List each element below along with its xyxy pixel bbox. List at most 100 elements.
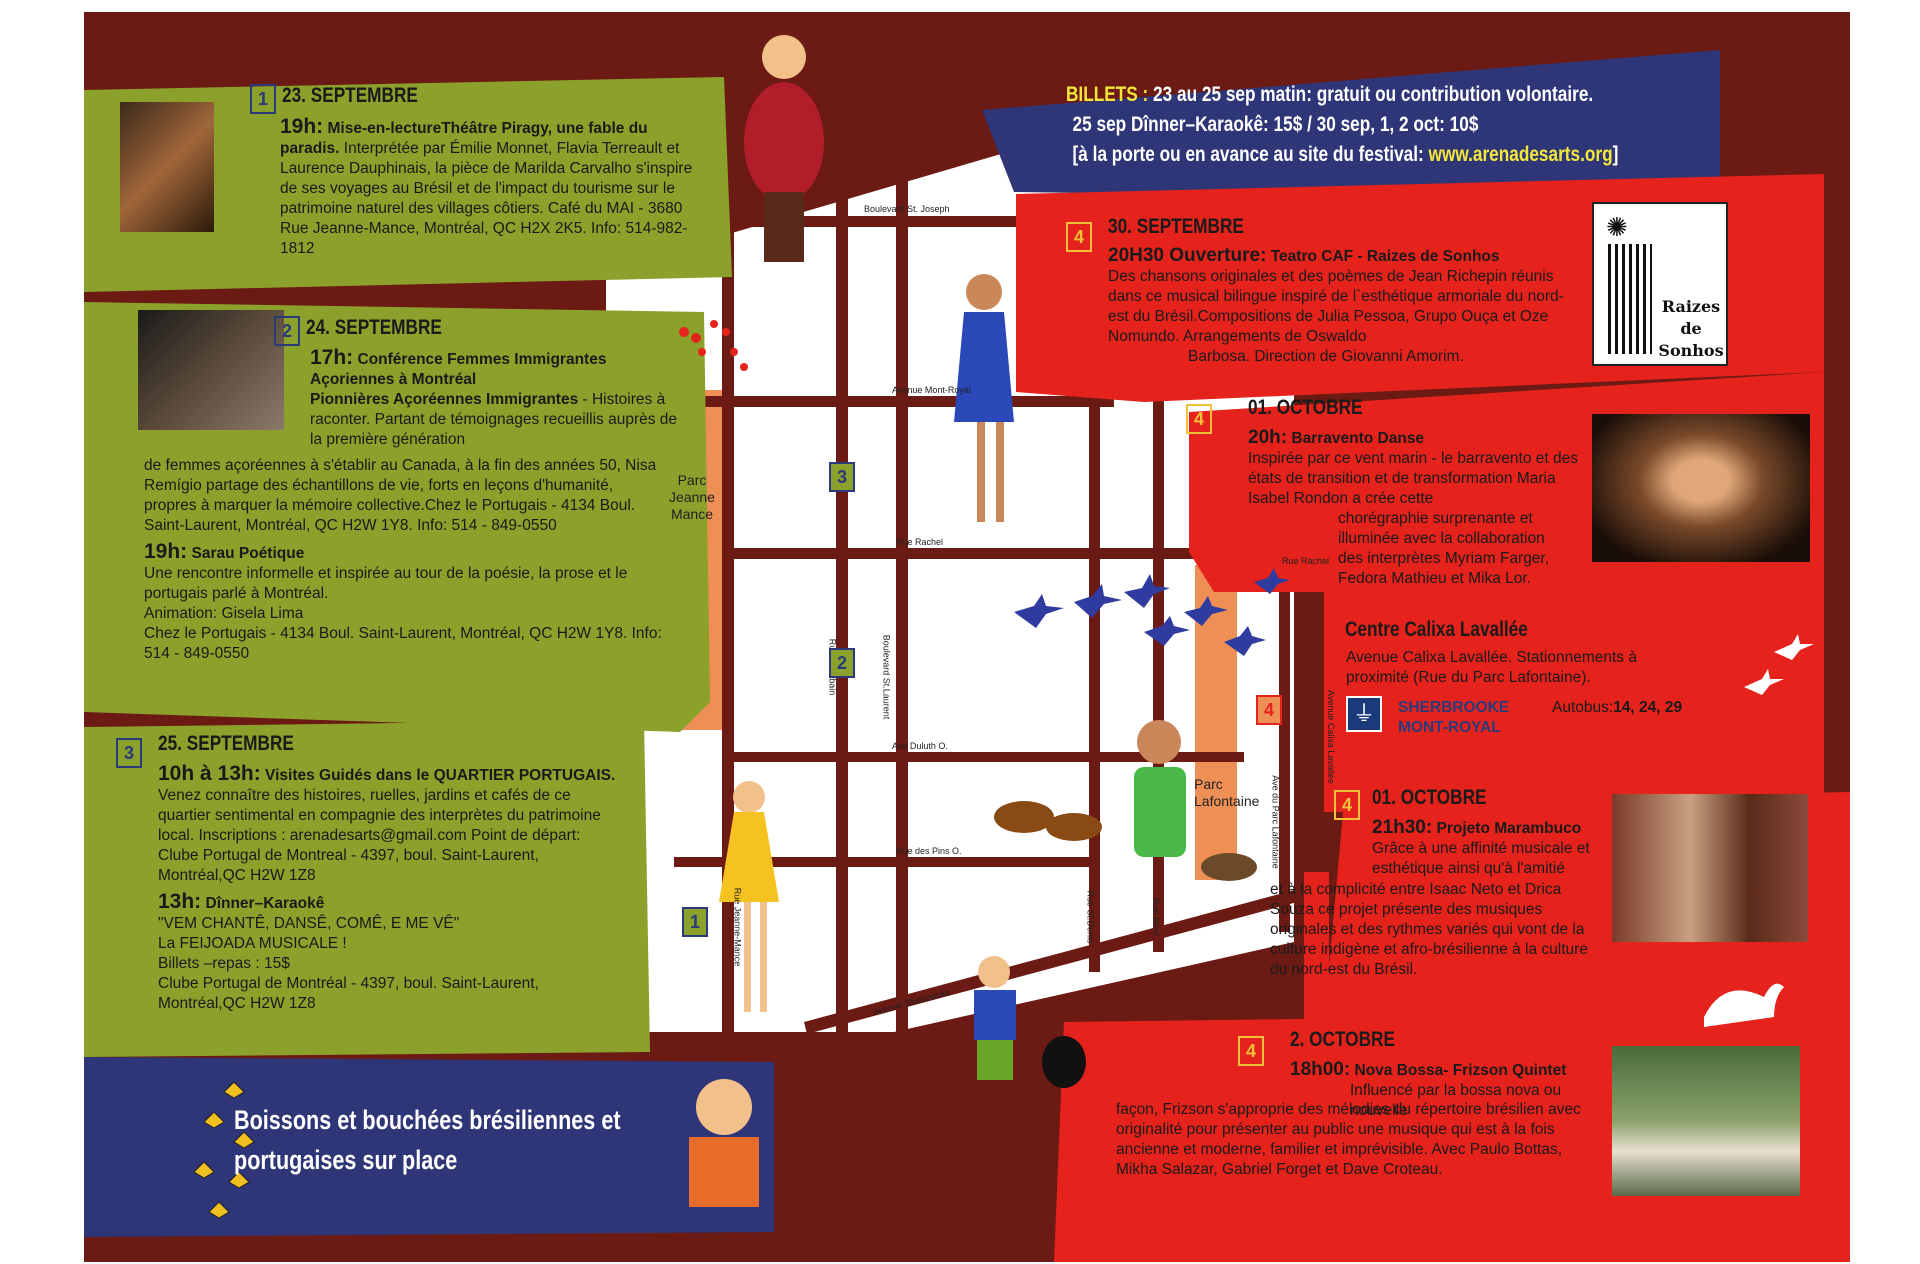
event-4c-time: 21h30: (1372, 817, 1433, 838)
character-woman-yellow (719, 781, 779, 1012)
bus-label: Autobus: (1552, 699, 1614, 716)
character-top-man (744, 35, 824, 262)
event-4d-text-bottom: façon, Frizson s'approprie des mélodies … (1116, 1100, 1586, 1180)
event-4b-text: 20h: Barravento Danse Inspirée par ce ve… (1248, 428, 1588, 589)
park-label-line: Mance (670, 506, 714, 522)
street-label-mont-royal: Avenue Mont-Royal (892, 385, 971, 395)
centre-body: Avenue Calixa Lavallée. Stationnements à… (1346, 649, 1637, 686)
street-rachel (724, 548, 1384, 559)
panel-green-1 (84, 77, 732, 292)
event-2-title3: Pionnières Açoréennes Immigrantes (310, 391, 579, 408)
event-4a-title: Teatro CAF - Raizes de Sonhos (1270, 248, 1500, 265)
park-label-line: Parc (677, 472, 707, 488)
event-3-time2: 13h: (158, 890, 202, 913)
photo-barravento (1592, 414, 1810, 562)
event-4d-title: Nova Bossa- Frizson Quintet (1354, 1062, 1567, 1079)
street-st-laurent (896, 132, 908, 1032)
event-4b-time: 20h: (1248, 427, 1288, 448)
street-st-denis (1089, 392, 1100, 972)
metro-icon[interactable]: ⏚ (1346, 696, 1382, 732)
event-2-text-bottom: de femmes açoréennes à s'établir au Cana… (144, 456, 664, 664)
raizes-logo-line: Raizes (1661, 297, 1721, 316)
event-4d-body: Influencé par la bossa nova ou nouvelle (1350, 1082, 1562, 1119)
street-label-duluth: Ave Duluth O. (892, 741, 948, 751)
street-lafontaine (1279, 552, 1290, 932)
street-sherbrooke (804, 882, 1327, 1034)
panel-red-strip (1304, 872, 1329, 1022)
street-jeanne-mance (722, 132, 734, 1032)
street-label-rachel: Rue Rachel (896, 537, 944, 547)
panel-green-3 (84, 720, 650, 1057)
event-3-title: Visites Guidés dans le QUARTIER PORTUGAI… (265, 767, 616, 784)
event-3-title-b: Dînner–Karaokê (205, 895, 325, 912)
event-2-body: de femmes açoréennes à s'établir au Cana… (144, 457, 657, 534)
event-2-body2: Une rencontre informelle et inspirée au … (144, 565, 628, 602)
event-3-text: 10h à 13h: Visites Guidés dans le QUARTI… (158, 762, 624, 1014)
billets-line3a: [à la porte ou en avance au site du fest… (1072, 143, 1424, 166)
event-2-title1: Conférence Femmes Immigrantes (357, 351, 607, 368)
event-4b-body2: chorégraphie surprenante et illuminée av… (1338, 510, 1550, 587)
billets-line3b: ] (1612, 143, 1619, 166)
street-label-berri: Rue Berri (1151, 897, 1162, 937)
event-4c-body2: et à la complicité entre Isaac Neto et D… (1270, 881, 1588, 978)
event-4b-title: Barravento Danse (1291, 430, 1425, 447)
park-label-line: Lafontaine (1194, 793, 1260, 809)
raizes-logo-text: Raizes de Sonhos (1658, 296, 1724, 362)
event-1-number: 1 (250, 84, 276, 114)
map-marker-1[interactable]: 1 (682, 907, 708, 937)
brochure-canvas: Boulevard St. Joseph Avenue Mont-Royal R… (84, 12, 1850, 1262)
event-1-body: Interprétée par Émilie Monnet, Flavia Te… (280, 140, 693, 257)
event-1-time: 19h: (280, 115, 324, 138)
billets-url-link[interactable]: www.arenadesarts.org (1428, 143, 1613, 166)
event-4a-body-end: Barbosa. Direction de Giovanni Amorim. (1188, 348, 1464, 365)
event-4a-text: 20H30 Ouverture: Teatro CAF - Raizes de … (1108, 246, 1568, 367)
photo-frizson (1612, 1046, 1800, 1196)
raizes-logo-face (1608, 244, 1652, 354)
butterflies-yellow (193, 1081, 255, 1219)
street-pins (674, 857, 1094, 867)
map-marker-2[interactable]: 2 (829, 648, 855, 678)
event-3-line: Clube Portugal de Montréal - 4397, boul.… (158, 975, 539, 992)
event-4d-number: 4 (1238, 1036, 1264, 1066)
event-2-date: 24. SEPTEMBRE (306, 316, 442, 339)
park-label-line: Jeanne (669, 489, 715, 505)
event-2-body3: Animation: Gisela Lima (144, 605, 304, 622)
event-4a-body: Des chansons originales et des poèmes de… (1108, 268, 1564, 345)
event-4a-number: 4 (1066, 222, 1092, 252)
panel-navy-billets (982, 50, 1720, 202)
panel-red-3 (1324, 567, 1824, 812)
map-marker-3[interactable]: 3 (829, 462, 855, 492)
armadillo (1201, 853, 1257, 881)
event-4a-time: 20H30 Ouverture: (1108, 245, 1267, 266)
boissons-line2: portugaises sur place (234, 1145, 458, 1175)
photo-marambuco (1612, 794, 1808, 942)
street-label-st-denis: Rue St.Denis (1085, 890, 1096, 944)
event-3-time: 10h à 13h: (158, 762, 261, 785)
photo-event-2 (138, 310, 284, 430)
raizes-logo-sun-icon: ✺ (1606, 212, 1628, 242)
character-man-sherbrooke (974, 956, 1016, 1080)
bus-info: Autobus:14, 24, 29 (1552, 698, 1682, 718)
character-old-man (689, 1079, 759, 1207)
map-marker-4[interactable]: 4 (1256, 695, 1282, 725)
birds-white (1744, 634, 1814, 695)
event-3-body: Venez connaître des histoires, ruelles, … (158, 787, 601, 884)
billets-label: BILLETS : (1066, 83, 1149, 106)
event-3-line: La FEIJOADA MUSICALE ! (158, 935, 347, 952)
event-4c-text-top: 21h30: Projeto Marambuco Grâce à une aff… (1372, 818, 1592, 879)
event-4c-title: Projeto Marambuco (1436, 820, 1582, 837)
event-2-time2: 19h: (144, 540, 188, 563)
event-4b-date: 01. OCTOBRE (1248, 396, 1363, 419)
street-st-urbain (836, 132, 848, 1032)
panel-navy-boissons (84, 1057, 774, 1237)
street-berri (1153, 392, 1164, 952)
park-label-lafontaine: Parc Lafontaine (1194, 776, 1284, 810)
metro-line2: MONT-ROYAL (1398, 719, 1501, 736)
event-4d-text-top: 18h00: Nova Bossa- Frizson Quintet Influ… (1290, 1060, 1590, 1121)
street-label-pins: Rue des Pins O. (896, 846, 962, 856)
event-3-line: "VEM CHANTÊ, DANSÊ, COMÊ, E ME VÊ" (158, 915, 460, 932)
character-elderly-woman (1134, 720, 1186, 857)
white-cat-shape (1704, 983, 1784, 1027)
butterflies-red (679, 320, 748, 371)
event-4c-text-bottom: et à la complicité entre Isaac Neto et D… (1270, 880, 1600, 980)
